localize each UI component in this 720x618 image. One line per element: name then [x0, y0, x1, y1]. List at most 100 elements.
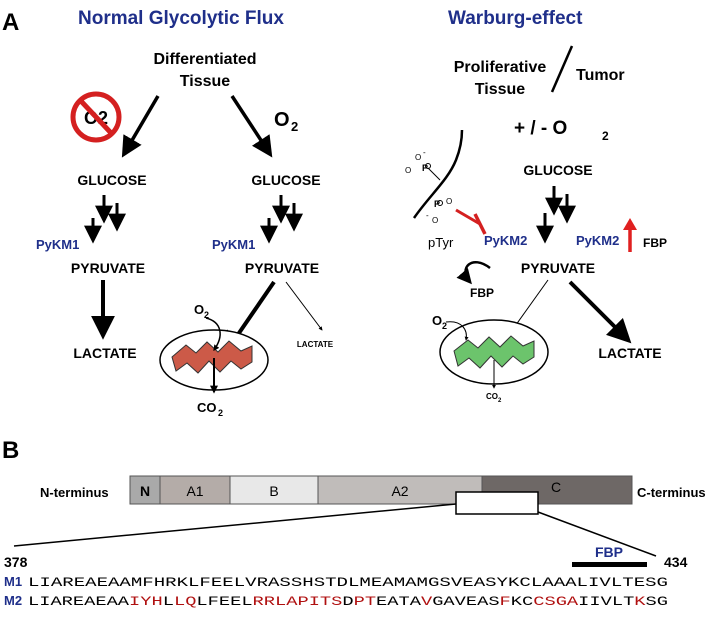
arrow-o2-into-mito-left	[205, 317, 221, 351]
domain-c-label: C	[551, 479, 561, 495]
left-title: Normal Glycolytic Flux	[78, 8, 284, 29]
domain-a2-label: A2	[391, 483, 408, 499]
m2-residues: SG	[646, 594, 669, 609]
svg-text:-: -	[423, 148, 426, 157]
domain-b	[229, 475, 319, 505]
glucose-right: GLUCOSE	[251, 172, 320, 188]
mito-o2-left-sub: 2	[204, 310, 209, 320]
no-oxygen-sign-icon: O2	[70, 91, 122, 143]
m2-differing-residues: LAPITS	[275, 594, 342, 609]
domain-a1	[159, 475, 231, 505]
glucose-warburg: GLUCOSE	[523, 162, 592, 178]
pyruvate-warburg: PYRUVATE	[521, 260, 595, 276]
domain-n-label: N	[140, 483, 150, 499]
m2-residues: LIAREAEAA	[28, 594, 129, 609]
end-position: 434	[664, 554, 688, 570]
m2-differing-residues: RR	[253, 594, 276, 609]
svg-text:-: -	[426, 211, 429, 220]
inhibition-bar-line	[455, 208, 481, 226]
arrow-pyruvate-lactate-warburg	[568, 280, 632, 344]
svg-text:P: P	[422, 163, 428, 173]
glycolysis-arrows-right	[260, 195, 303, 244]
m2-differing-residues: K	[634, 594, 645, 609]
m1-sequence: LIAREAEAAMFHRKLFEELVRASSHSTDLMEAMAMGSVEA…	[28, 575, 668, 590]
oxygen-sub: 2	[291, 119, 298, 134]
domain-a1-label: A1	[186, 483, 203, 499]
m2-residues: KC	[511, 594, 534, 609]
plus-minus-o2-sub: 2	[602, 129, 609, 143]
lactate-left: LACTATE	[73, 345, 136, 361]
prolif-line1: Proliferative	[454, 59, 547, 76]
co2-left: CO	[197, 400, 217, 415]
m2-differing-residues: IYH	[129, 594, 163, 609]
plus-minus-o2: + / - O	[514, 118, 567, 139]
svg-text:O: O	[405, 166, 411, 175]
co2-left-sub: 2	[218, 408, 223, 418]
co2-right: CO	[486, 392, 498, 401]
glycolysis-arrows-left	[84, 195, 126, 244]
svg-text:O: O	[432, 216, 438, 225]
m2-residues: GA	[432, 594, 455, 609]
start-position: 378	[4, 554, 28, 570]
n-terminus-label: N-terminus	[40, 485, 109, 500]
glucose-left: GLUCOSE	[77, 172, 146, 188]
zoom-line-left	[13, 503, 457, 547]
fbp-left: FBP	[470, 286, 494, 300]
m2-label: M2	[4, 593, 22, 608]
pykm1-right: PyKM1	[212, 237, 255, 252]
m2-residues: I	[578, 594, 589, 609]
pykm2-left: PyKM2	[484, 233, 527, 248]
m2-residues: IVLT	[589, 594, 634, 609]
ptyr-peptide-icon: P O O - P O O -	[405, 129, 464, 225]
m2-residues: VEAS	[455, 594, 500, 609]
fbp-region-bar	[572, 562, 647, 567]
m2-differing-residues: PT	[354, 594, 377, 609]
svg-text:O: O	[415, 153, 421, 162]
mito-o2-right-sub: 2	[442, 321, 447, 331]
svg-text:P: P	[434, 199, 440, 209]
panel-b-label: B	[2, 437, 19, 464]
mitochondrion-right-icon	[439, 319, 549, 385]
co2-right-sub: 2	[498, 398, 502, 404]
domain-n	[129, 475, 161, 505]
pyruvate-left: PYRUVATE	[71, 260, 145, 276]
m1-label: M1	[4, 574, 22, 589]
arrow-to-glucose-left	[121, 95, 160, 158]
domain-b-label: B	[269, 483, 278, 499]
fbp-region-label: FBP	[595, 544, 623, 560]
slash-divider	[550, 45, 574, 93]
oxygen-label: O	[274, 109, 290, 131]
arrow-pykm2-fbp	[456, 261, 491, 285]
m2-differing-residues: LQ	[174, 594, 197, 609]
pykm1-left: PyKM1	[36, 237, 79, 252]
glycolysis-arrows-warburg	[536, 186, 576, 244]
lactate-small: LACTATE	[297, 340, 334, 349]
domain-a2	[317, 475, 483, 505]
m2-differing-residues: CSGA	[533, 594, 578, 609]
svg-text:O: O	[446, 197, 452, 206]
prolif-line2: Tissue	[475, 81, 526, 98]
tissue-line1: Differentiated	[153, 51, 256, 68]
arrow-o2-into-mito-right	[445, 321, 469, 341]
zoom-line-right	[537, 511, 657, 557]
domain-bar	[129, 475, 633, 515]
pykm2-right: PyKM2	[576, 233, 619, 248]
m2-residues: D	[342, 594, 353, 609]
highlight-box	[455, 491, 539, 515]
up-arrow-red-head-icon	[623, 218, 637, 230]
m2-residues: EATA	[376, 594, 421, 609]
inhibition-bar	[473, 213, 487, 235]
tissue-line2: Tissue	[180, 73, 231, 90]
panel-a-label: A	[2, 9, 19, 36]
mito-o2-left: O	[194, 302, 204, 317]
ptyr-label: pTyr	[428, 235, 454, 250]
lactate-warburg: LACTATE	[598, 345, 661, 361]
pyruvate-right: PYRUVATE	[245, 260, 319, 276]
tumor-label: Tumor	[576, 67, 625, 84]
c-terminus-label: C-terminus	[637, 485, 706, 500]
fbp-right: FBP	[643, 236, 667, 250]
right-title: Warburg-effect	[448, 8, 583, 29]
m2-residues: LFEEL	[196, 594, 252, 609]
